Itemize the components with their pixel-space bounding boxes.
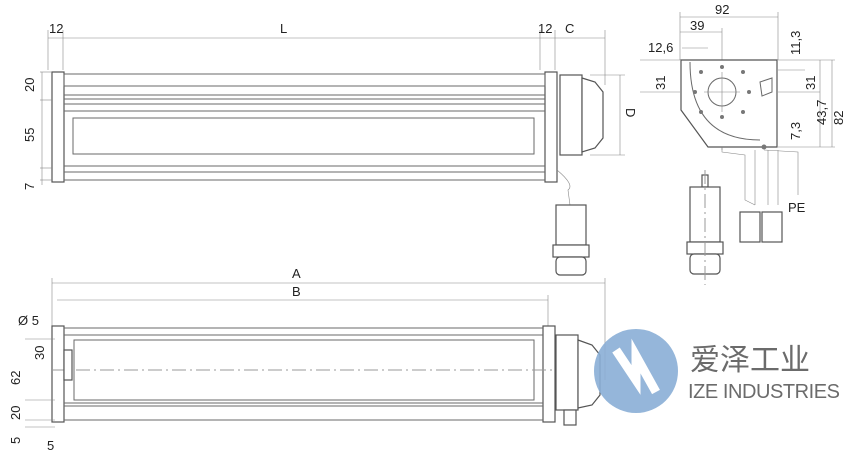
dim-7: 7 <box>22 183 37 190</box>
dim-31-right: 31 <box>803 76 818 90</box>
dim-12-left: 12 <box>49 21 63 36</box>
top-view: 12 L 12 C D 20 55 7 <box>22 21 638 276</box>
watermark-name-en: IZE INDUSTRIES <box>688 381 840 403</box>
dim-20: 20 <box>22 78 37 92</box>
dim-l: L <box>280 21 287 36</box>
dim-55: 55 <box>22 128 37 142</box>
dim-a: A <box>292 266 301 281</box>
dim-b: B <box>292 284 301 299</box>
dim-7-3: 7,3 <box>788 122 803 140</box>
dim-31-left: 31 <box>653 76 668 90</box>
dim-d: D <box>623 108 638 117</box>
dim-5-horizontal: 5 <box>47 438 54 453</box>
dim-82: 82 <box>831 111 846 125</box>
bottom-view: A B Ø 5 30 62 20 5 5 <box>8 266 606 453</box>
dim-39: 39 <box>690 18 704 33</box>
watermark-logo <box>594 329 678 413</box>
dim-43-7: 43,7 <box>814 100 829 125</box>
dim-5-vertical: 5 <box>8 437 23 444</box>
pe-label: PE <box>788 200 806 215</box>
dim-12-6: 12,6 <box>648 40 673 55</box>
dim-62: 62 <box>8 371 23 385</box>
dim-12-right: 12 <box>538 21 552 36</box>
dim-hole: Ø 5 <box>18 313 39 328</box>
watermark-name-cn: 爱泽工业 <box>690 344 810 377</box>
dim-20-bottom: 20 <box>8 406 23 420</box>
dim-92: 92 <box>715 2 729 17</box>
dim-c: C <box>565 21 574 36</box>
dim-11-3: 11,3 <box>788 31 803 55</box>
dim-30: 30 <box>32 346 47 360</box>
side-view: 92 39 12,6 31 11,3 31 7,3 43,7 82 PE <box>640 2 846 285</box>
